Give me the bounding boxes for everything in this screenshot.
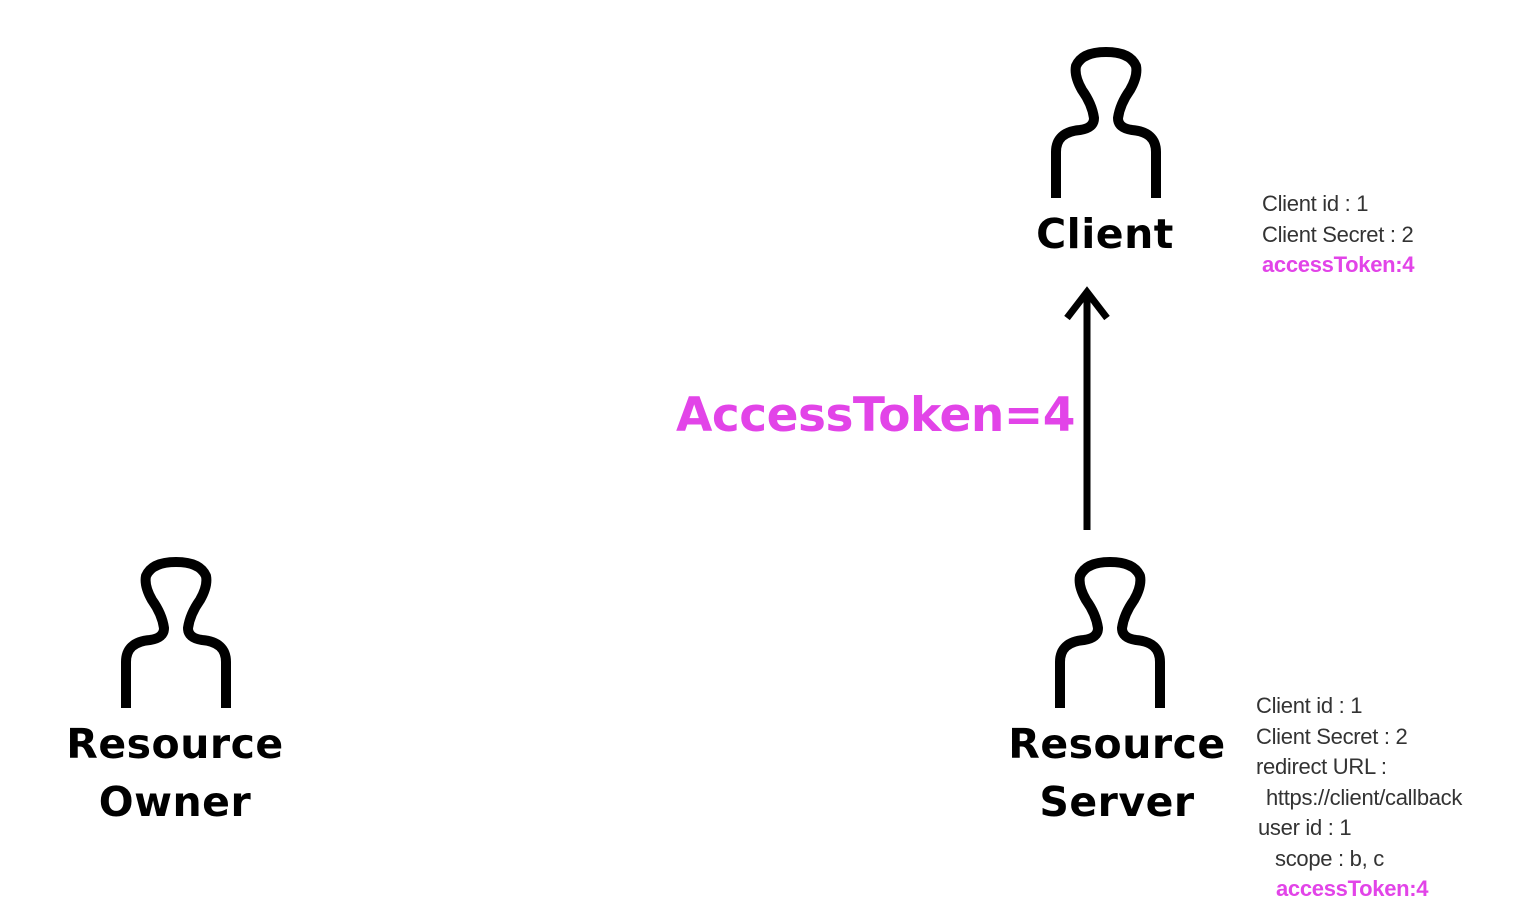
client-access-token-text: accessToken:4 — [1262, 252, 1415, 277]
client-label: Client — [1036, 210, 1174, 258]
client-id-text: Client id : 1 — [1262, 191, 1369, 216]
server-user-id-text: user id : 1 — [1258, 815, 1352, 840]
server-client-id-text: Client id : 1 — [1256, 693, 1363, 718]
resource-owner-label-line2: Owner — [98, 778, 252, 826]
access-token-flow-label: AccessToken=4 — [676, 388, 1075, 443]
client-secret-text: Client Secret : 2 — [1262, 221, 1414, 247]
arrow-up-icon — [1062, 284, 1112, 532]
server-client-secret-text: Client Secret : 2 — [1256, 723, 1408, 749]
resource-server-label-line2: Server — [1039, 778, 1195, 826]
resource-server-person-icon — [1054, 556, 1166, 710]
resource-owner-label: Resource Owner — [50, 715, 300, 831]
resource-server-label: Resource Server — [992, 715, 1242, 831]
server-redirect-url-label: redirect URL : — [1256, 754, 1387, 779]
server-redirect-url-value: https://client/callback — [1266, 784, 1463, 810]
client-info-note: Client id : 1 Client Secret : 2 accessTo… — [1262, 189, 1415, 281]
resource-server-label-line1: Resource — [1008, 720, 1226, 768]
server-scope-text: scope : b, c — [1275, 845, 1384, 871]
server-access-token-text: accessToken:4 — [1276, 876, 1429, 901]
client-person-icon — [1050, 46, 1162, 200]
resource-owner-person-icon — [120, 556, 232, 710]
server-info-note: Client id : 1 Client Secret : 2 redirect… — [1256, 691, 1462, 905]
resource-owner-label-line1: Resource — [66, 720, 284, 768]
